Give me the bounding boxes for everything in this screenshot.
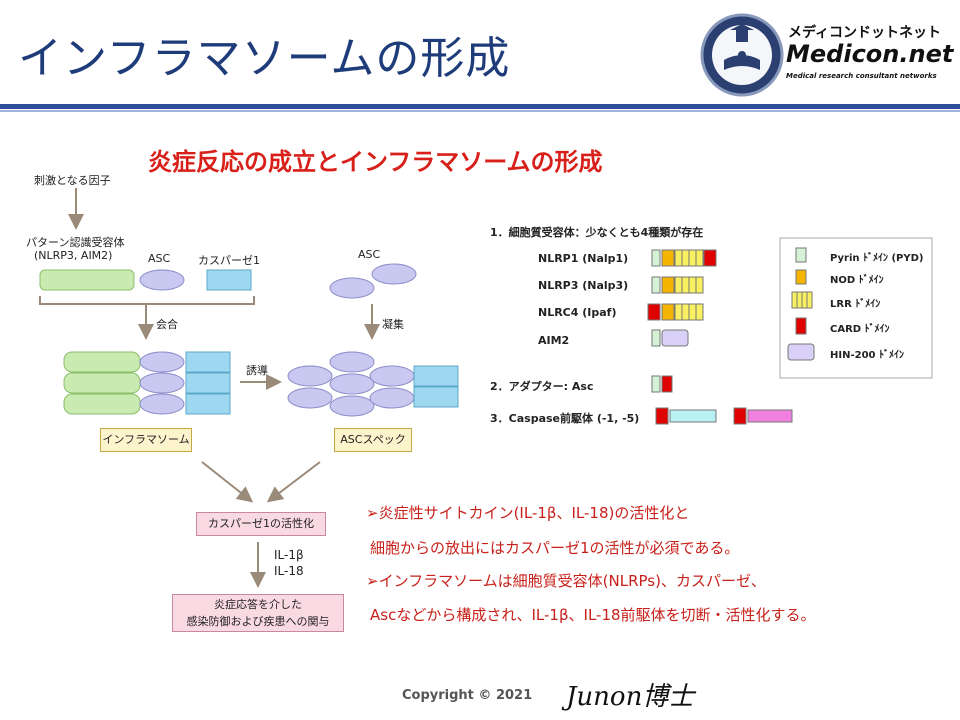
nlrp3-domains: [651, 276, 704, 294]
stimulus-label: 刺激となる因子: [34, 174, 111, 187]
logo-kana: メディコンドットネット: [788, 25, 942, 41]
logo-tagline: Medical research consultant networks: [786, 72, 937, 80]
nlrc4-domains: [647, 303, 704, 321]
logo-emblem-icon: [700, 13, 784, 97]
asc-right-label: ASC: [358, 248, 381, 261]
asc-speck-cluster: [287, 351, 459, 417]
response-line2: 感染防御および疾患への関与: [186, 615, 330, 628]
converge-arrow-right: [266, 461, 321, 503]
receptor-shape: [39, 269, 135, 291]
receptor-label-line2: (NLRP3, AIM2): [34, 249, 113, 262]
asc-domains: [651, 375, 673, 393]
legend-swatch-nod: [795, 269, 807, 285]
receptor-heading: 1．細胞質受容体：少なくとも4種類が存在: [490, 226, 704, 239]
receptor-label-line1: パターン認識受容体: [26, 236, 125, 249]
inflammasome-cluster: [63, 351, 231, 415]
legend-label-card: CARD ﾄﾞﾒｲﾝ: [830, 324, 890, 335]
slide-subtitle: 炎症反応の成立とインフラマソームの形成: [148, 148, 603, 176]
note2-line2: Ascなどから構成され、IL-1β、IL-18前駆体を切断・活性化する。: [370, 606, 816, 624]
caspase5-domains: [733, 407, 793, 425]
logo: [700, 10, 950, 100]
title-divider: [0, 104, 960, 109]
aggregation-label: 凝集: [382, 318, 404, 331]
adapter-heading: 2．アダプター: Asc: [490, 380, 594, 393]
legend-swatch-card: [795, 317, 807, 335]
asc-speck-box: ASCスペック: [334, 428, 412, 452]
caspase-shape: [206, 269, 252, 291]
logo-wordmark: Medicon.net: [786, 40, 954, 68]
asc-right-shape-1: [329, 277, 375, 299]
legend-label-nod: NOD ﾄﾞﾒｲﾝ: [830, 275, 884, 286]
immune-response-box: 炎症応答を介した 感染防御および疾患への関与: [172, 594, 344, 632]
asc-right-shape-2: [371, 263, 417, 285]
induction-label: 誘導: [246, 364, 268, 377]
legend-label-hin200: HIN-200 ﾄﾞﾒｲﾝ: [830, 350, 904, 361]
copyright: Copyright © 2021: [402, 688, 533, 703]
legend-swatch-hin200: [787, 343, 815, 361]
assembly-label: 会合: [156, 318, 178, 331]
caspase-activation-box: カスパーゼ1の活性化: [196, 512, 326, 536]
receptor-item-aim2: AIM2: [538, 334, 570, 347]
il18-label: IL-18: [274, 564, 304, 578]
note2-line1: ➢インフラマソームは細胞質受容体(NLRPs)、カスパーゼ、: [366, 572, 766, 590]
receptor-item-nlrp1: NLRP1 (Nalp1): [538, 252, 629, 265]
asc-shape: [139, 269, 185, 291]
caspase1-domains: [655, 407, 717, 425]
caspase-heading: 3．Caspase前駆体 (-1, -5): [490, 412, 640, 425]
converge-arrow-left: [201, 461, 254, 503]
response-line1: 炎症応答を介した: [214, 598, 302, 611]
note1-line1: ➢炎症性サイトカイン(IL-1β、IL-18)の活性化と: [366, 504, 690, 522]
legend-label-pyd: Pyrin ﾄﾞﾒｲﾝ (PYD): [830, 253, 924, 264]
inflammasome-box: インフラマソーム: [100, 428, 192, 452]
receptor-item-nlrp3: NLRP3 (Nalp3): [538, 279, 629, 292]
legend-label-lrr: LRR ﾄﾞﾒｲﾝ: [830, 299, 881, 310]
aim2-domains: [651, 329, 689, 347]
signature: Junon博士: [566, 682, 695, 712]
nlrp1-domains: [651, 249, 717, 267]
legend-swatch-pyd: [795, 247, 807, 263]
page-title: インフラマソームの形成: [18, 33, 511, 84]
caspase-label: カスパーゼ1: [198, 254, 260, 267]
il1b-label: IL-1β: [274, 548, 304, 562]
note1-line2: 細胞からの放出にはカスパーゼ1の活性が必須である。: [370, 539, 740, 557]
asc-label: ASC: [148, 252, 171, 265]
title-divider-light: [0, 110, 960, 112]
receptor-item-nlrc4: NLRC4 (Ipaf): [538, 306, 617, 319]
